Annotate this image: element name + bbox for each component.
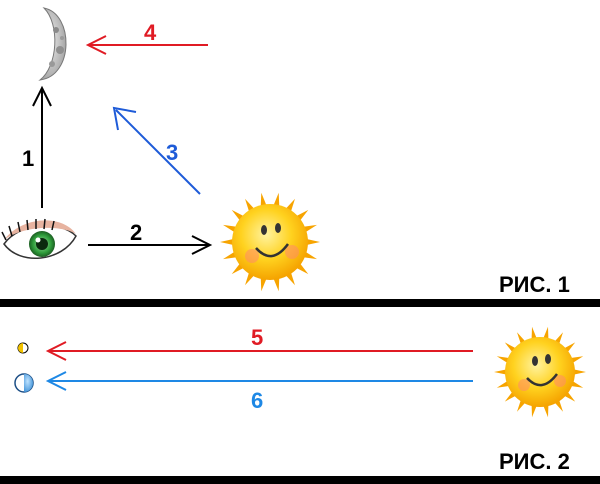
smiling-sun-icon-2 xyxy=(494,326,586,418)
smiling-sun-icon xyxy=(220,192,320,292)
arrow-5-label: 5 xyxy=(251,325,263,350)
arrow-2-label: 2 xyxy=(130,220,142,245)
figure-1-caption: РИС. 1 xyxy=(499,272,570,297)
arrow-3-label: 3 xyxy=(166,140,178,165)
arrow-5 xyxy=(45,341,473,361)
divider-1 xyxy=(0,299,600,307)
large-half-moon-icon xyxy=(14,373,34,393)
eye-icon xyxy=(1,218,77,259)
crescent-moon-icon xyxy=(38,7,67,81)
arrow-4-label: 4 xyxy=(144,20,157,45)
arrow-2 xyxy=(88,235,213,255)
arrow-1-label: 1 xyxy=(22,146,34,171)
arrow-6-label: 6 xyxy=(251,388,263,413)
arrow-4 xyxy=(85,35,208,55)
arrow-1 xyxy=(32,85,52,208)
arrow-6 xyxy=(45,371,473,391)
figure-2-caption: РИС. 2 xyxy=(499,449,570,474)
arrow-3 xyxy=(112,106,201,195)
small-half-moon-icon xyxy=(17,342,29,354)
divider-2 xyxy=(0,476,600,484)
